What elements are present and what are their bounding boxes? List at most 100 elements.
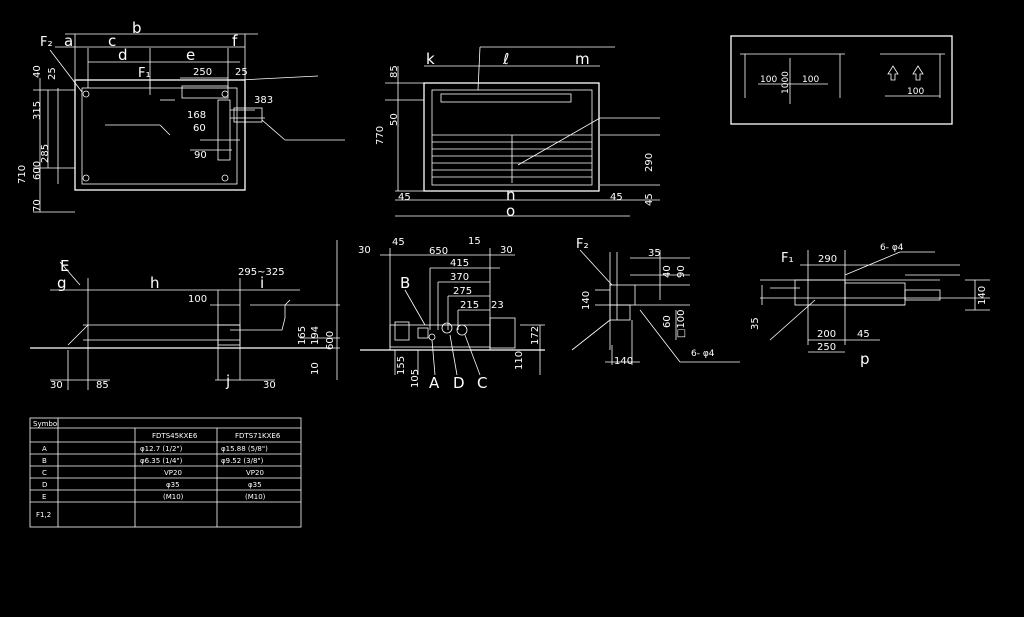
f2-dim-140a: 140: [581, 291, 592, 310]
unit-inner: [81, 87, 238, 185]
table-cell: VP20: [246, 469, 264, 477]
dim-90: 90: [194, 150, 207, 161]
label-d: d: [118, 46, 128, 64]
side-view: E g h i j 295~325 100 165 194 600 10 30 …: [30, 240, 340, 391]
dim-45a: 45: [398, 192, 411, 203]
table-cell: φ6.35 (1/4"): [140, 457, 183, 465]
label-f: f: [232, 32, 238, 50]
f2-dim-40: 40: [662, 265, 673, 278]
bracket-f2: F₂ 6- φ4 35 40 90 140 60 □100 140: [571, 237, 740, 367]
label-e: e: [186, 46, 195, 64]
label-o: o: [506, 202, 515, 220]
rear-dim-415: 415: [450, 258, 469, 269]
rear-dim-215: 215: [460, 300, 479, 311]
dim-25: 25: [47, 67, 58, 80]
rear-dim-370: 370: [450, 272, 469, 283]
label-f2: F₂: [40, 35, 53, 50]
dim-100: 100: [188, 294, 207, 305]
label-C: C: [477, 374, 487, 392]
dim-770: 770: [375, 126, 386, 145]
dim-250: 250: [193, 67, 212, 78]
rear-dim-650: 650: [429, 246, 448, 257]
f2-dim-140b: 140: [614, 356, 633, 367]
f1-dim-140: 140: [977, 286, 988, 305]
f2-holes: 6- φ4: [691, 349, 715, 359]
table-cell: φ15.88 (5/8"): [221, 445, 268, 453]
label-A: A: [429, 374, 440, 392]
clearance-detail: 100 1000 100 100: [730, 35, 953, 125]
label-B: B: [400, 274, 410, 292]
dim-45c: 45: [644, 193, 655, 206]
label-k: k: [426, 50, 435, 68]
label-f2b: F₂: [576, 237, 589, 252]
dim-40: 40: [32, 65, 43, 78]
dim-600: 600: [325, 331, 336, 350]
dim-194: 194: [310, 326, 321, 345]
rear-dim-30a: 30: [358, 245, 371, 256]
table-header-model-71: FDTS71KXE6: [235, 432, 281, 440]
label-f1: F₁: [138, 66, 151, 81]
dim-290: 290: [644, 153, 655, 172]
clear-1000: 1000: [781, 71, 791, 94]
table-header-symbol: Symbol: [33, 420, 59, 428]
f1-dim-250: 250: [817, 342, 836, 353]
top-view: b F₂ a c f d e F₁ 40 25 315 285 600 710 …: [17, 19, 345, 213]
dim-600: 600: [32, 161, 43, 180]
f1-holes: 6- φ4: [880, 243, 904, 253]
clear-100a: 100: [760, 75, 777, 85]
dim-30b: 30: [263, 380, 276, 391]
rear-dim-155: 155: [396, 356, 407, 375]
label-E: E: [60, 257, 69, 275]
label-j: j: [225, 372, 230, 390]
label-l: ℓ: [502, 50, 509, 68]
table-cell: φ9.52 (3/8"): [221, 457, 264, 465]
rear-dim-23: 23: [491, 300, 504, 311]
table-row-symbol: F1,2: [36, 511, 51, 519]
clearance-frame: [730, 35, 953, 125]
dim-315: 315: [32, 101, 43, 120]
dim-30a: 30: [50, 380, 63, 391]
table-cell: (M10): [245, 493, 266, 501]
dim-60: 60: [193, 123, 206, 134]
dim-710: 710: [17, 165, 28, 184]
table-frame: [29, 417, 302, 528]
unit-outline: [74, 79, 246, 191]
label-D: D: [453, 374, 465, 392]
dim-285: 285: [40, 144, 51, 163]
label-a: a: [64, 32, 73, 50]
label-m: m: [575, 50, 590, 68]
bracket-f1: F₁ 6- φ4 290 35 200 45 250 140 p: [750, 243, 990, 368]
dim-383: 383: [254, 95, 273, 106]
rear-dim-105: 105: [410, 369, 421, 388]
table-row-symbol: B: [42, 457, 47, 465]
table-cell: φ12.7 (1/2"): [140, 445, 183, 453]
table-row-symbol: E: [42, 493, 46, 501]
label-b: b: [132, 19, 142, 37]
label-n: n: [506, 186, 516, 204]
table-cell: φ35: [248, 481, 262, 489]
front-outline: [423, 82, 600, 192]
table-cell: VP20: [164, 469, 182, 477]
front-view: k ℓ m n o 85 50 770 290 45 45 45: [375, 46, 660, 220]
rear-dim-110: 110: [514, 351, 525, 370]
f2-dim-60: 60: [662, 315, 673, 328]
table-cell: φ35: [166, 481, 180, 489]
dim-85: 85: [96, 380, 109, 391]
label-c: c: [108, 32, 116, 50]
dim-25b: 25: [235, 67, 248, 78]
dim-50: 50: [389, 113, 400, 126]
table-row-symbol: A: [42, 445, 47, 453]
f2-dim-sq100: □100: [676, 309, 687, 338]
clear-100b: 100: [802, 75, 819, 85]
rear-dim-172: 172: [530, 326, 541, 345]
rear-dim-15: 15: [468, 236, 481, 247]
label-h: h: [150, 274, 160, 292]
clear-100c: 100: [907, 87, 924, 97]
dim-70: 70: [32, 199, 43, 212]
f2-dim-90: 90: [676, 265, 687, 278]
dim-168: 168: [187, 110, 206, 121]
table-cell: (M10): [163, 493, 184, 501]
table-header-model-45: FDTS45KXE6: [152, 432, 198, 440]
rear-dim-45: 45: [392, 237, 405, 248]
